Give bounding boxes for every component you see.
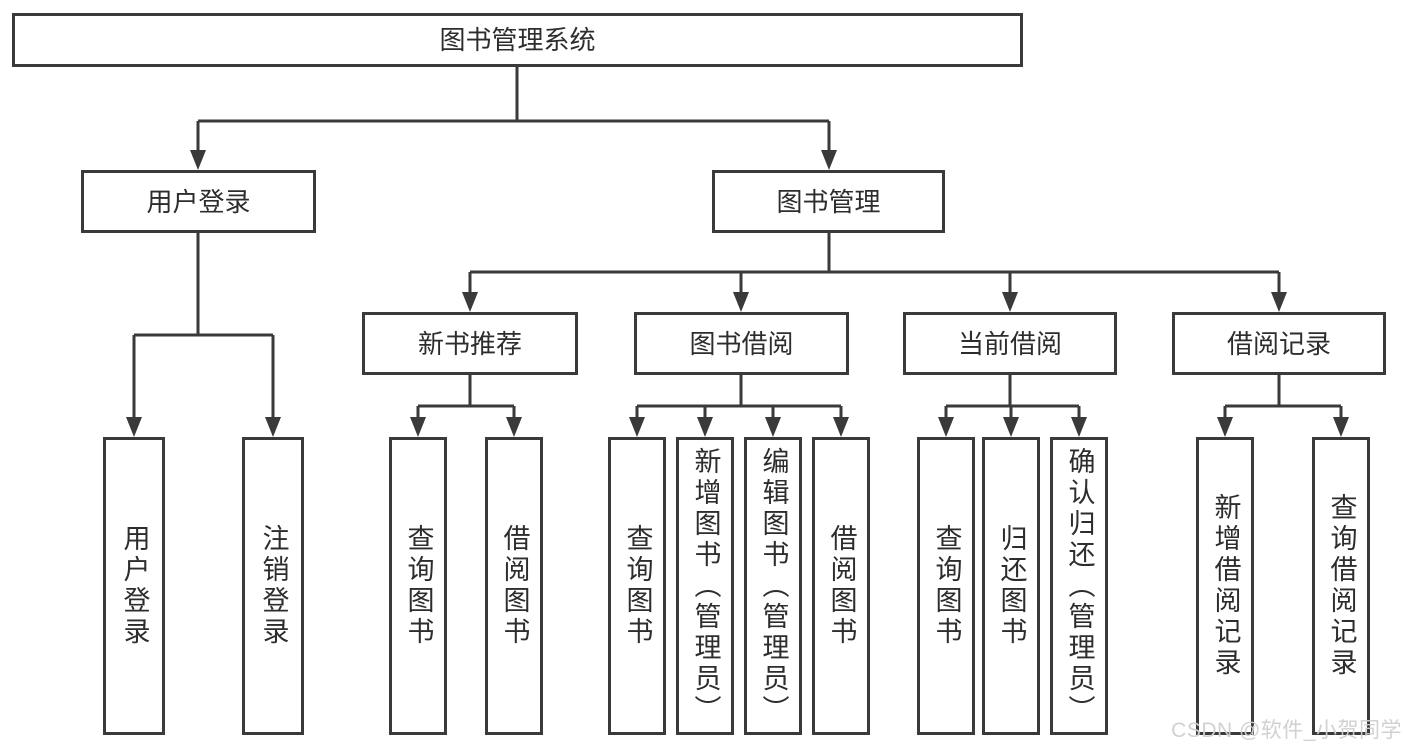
node-library-management-system: 图书管理系统 bbox=[12, 13, 1023, 67]
node-label: 当前借阅 bbox=[957, 328, 1062, 359]
leaf-label: 新增图书（管理员） bbox=[690, 446, 721, 726]
leaf-label: 新增借阅记录 bbox=[1210, 493, 1241, 679]
leaf-label: 注销登录 bbox=[258, 524, 289, 648]
node-label: 图书借阅 bbox=[689, 328, 794, 359]
leaf-label: 借阅图书 bbox=[499, 524, 530, 648]
leaf-confirm-return-admin: 确认归还（管理员） bbox=[1050, 437, 1108, 735]
node-new-book-recommend: 新书推荐 bbox=[362, 312, 578, 375]
leaf-logout: 注销登录 bbox=[242, 437, 304, 735]
leaf-label: 查询借阅记录 bbox=[1326, 493, 1357, 679]
leaf-search-books-recommend: 查询图书 bbox=[389, 437, 447, 735]
leaf-add-book-admin: 新增图书（管理员） bbox=[676, 437, 734, 735]
node-user-login: 用户登录 bbox=[81, 170, 316, 233]
node-label: 图书管理系统 bbox=[439, 25, 596, 55]
leaf-user-login: 用户登录 bbox=[103, 437, 165, 735]
watermark: CSDN @软件_小贺同学 bbox=[1171, 719, 1402, 742]
leaf-label: 查询图书 bbox=[403, 524, 434, 648]
node-label: 用户登录 bbox=[146, 186, 251, 217]
leaf-label: 用户登录 bbox=[119, 524, 150, 648]
leaf-borrow-books: 借阅图书 bbox=[812, 437, 870, 735]
leaf-borrow-books-recommend: 借阅图书 bbox=[485, 437, 543, 735]
leaf-search-books-current: 查询图书 bbox=[917, 437, 975, 735]
node-label: 新书推荐 bbox=[417, 328, 522, 359]
leaf-label: 查询图书 bbox=[931, 524, 962, 648]
leaf-label: 借阅图书 bbox=[826, 524, 857, 648]
leaf-edit-book-admin: 编辑图书（管理员） bbox=[744, 437, 802, 735]
leaf-add-borrow-record: 新增借阅记录 bbox=[1196, 437, 1254, 735]
leaf-search-borrow-record: 查询借阅记录 bbox=[1312, 437, 1370, 735]
leaf-label: 编辑图书（管理员） bbox=[758, 446, 789, 726]
leaf-label: 确认归还（管理员） bbox=[1064, 446, 1095, 726]
leaf-search-books-borrow: 查询图书 bbox=[608, 437, 666, 735]
leaf-label: 查询图书 bbox=[622, 524, 653, 648]
node-book-borrow: 图书借阅 bbox=[634, 312, 849, 375]
node-label: 借阅记录 bbox=[1226, 328, 1331, 359]
node-current-borrow: 当前借阅 bbox=[903, 312, 1117, 375]
node-borrow-records: 借阅记录 bbox=[1172, 312, 1386, 375]
leaf-return-book: 归还图书 bbox=[982, 437, 1040, 735]
node-book-management: 图书管理 bbox=[712, 170, 945, 233]
node-label: 图书管理 bbox=[776, 186, 881, 217]
leaf-label: 归还图书 bbox=[996, 524, 1027, 648]
